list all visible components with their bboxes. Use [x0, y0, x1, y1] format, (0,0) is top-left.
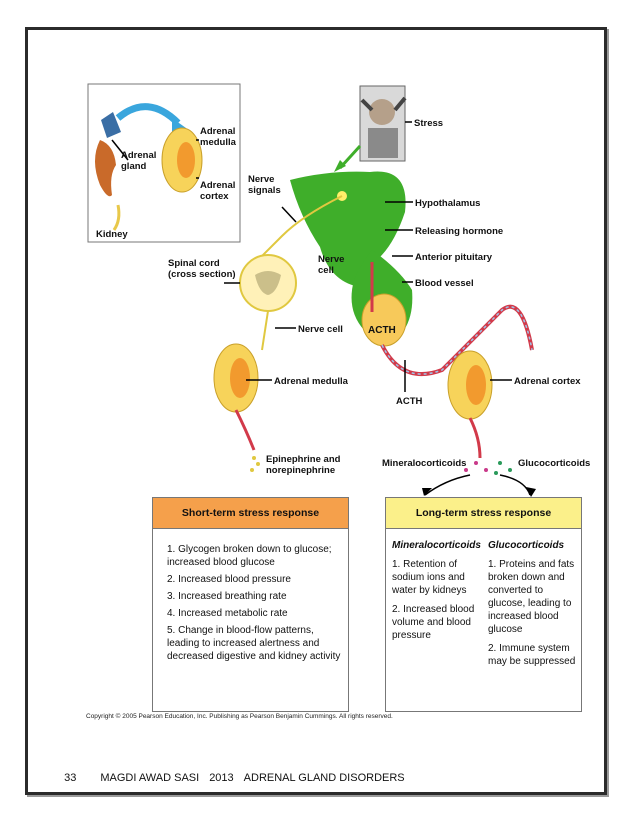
kidney-shape: [95, 140, 116, 197]
adrenal-medulla-label: Adrenal medulla: [274, 376, 349, 387]
footer-title: ADRENAL GLAND DISORDERS: [243, 772, 405, 784]
kidney-label: Kidney: [96, 229, 128, 240]
short-term-title: Short-term stress response: [153, 498, 348, 529]
acth-inside-label: ACTH: [368, 325, 396, 336]
adrenal-gland-small: [101, 112, 121, 138]
anterior-pituitary: [361, 293, 407, 347]
short-term-list: 1. Glycogen broken down to glucose; incr…: [167, 543, 342, 663]
glucocorticoids-label: Glucocorticoids: [518, 458, 590, 469]
short-term-item: 2. Increased blood pressure: [167, 574, 291, 585]
mineralocorticoids-label: Mineralocorticoids: [382, 458, 466, 469]
footer-author: MAGDI AWAD SASI: [100, 772, 200, 784]
short-term-item: 1. Glycogen broken down to glucose; incr…: [167, 544, 332, 568]
short-term-item: 4. Increased metabolic rate: [167, 608, 288, 619]
acth-below-label: ACTH: [396, 396, 423, 407]
nerve-cell-mid-label: Nerve cell: [298, 324, 343, 335]
gluco-item: 1. Proteins and fats broken down and con…: [488, 559, 575, 635]
mineralo-item: 1. Retention of sodium ions and water by…: [392, 559, 467, 596]
page-frame: [25, 27, 607, 795]
blood-vessel-label: Blood vessel: [415, 278, 474, 289]
mineralocorticoids-col-title: Mineralocorticoids: [392, 540, 481, 551]
spinal-cord-label: Spinal cord(cross section): [168, 258, 236, 280]
hypothalamus-label: Hypothalamus: [415, 198, 480, 209]
releasing-hormone-label: Releasing hormone: [415, 226, 503, 237]
stress-label: Stress: [414, 118, 443, 129]
short-term-item: 5. Change in blood-flow patterns, leadin…: [167, 625, 341, 662]
short-term-item: 3. Increased breathing rate: [167, 591, 287, 602]
zoom-arrow: [115, 103, 181, 126]
mineralo-item: 2. Increased blood volume and blood pres…: [392, 604, 475, 641]
footer: 33 MAGDI AWAD SASI 2013 ADRENAL GLAND DISOR…: [58, 760, 415, 784]
short-term-box: Short-term stress response 1. Glycogen b…: [152, 497, 349, 712]
gluco-item: 2. Immune system may be suppressed: [488, 643, 576, 667]
long-term-box: Long-term stress response Mineralocortic…: [385, 497, 582, 712]
footer-year: 2013: [209, 772, 234, 784]
adrenal-cortex-label: Adrenal cortex: [514, 376, 581, 387]
anterior-pituitary-label: Anterior pituitary: [415, 252, 493, 263]
footer-page-number: 33: [64, 772, 77, 784]
glucocorticoids-col-title: Glucocorticoids: [488, 540, 565, 551]
long-term-title: Long-term stress response: [386, 498, 581, 529]
copyright-notice: Copyright © 2005 Pearson Education, Inc.…: [86, 713, 393, 720]
